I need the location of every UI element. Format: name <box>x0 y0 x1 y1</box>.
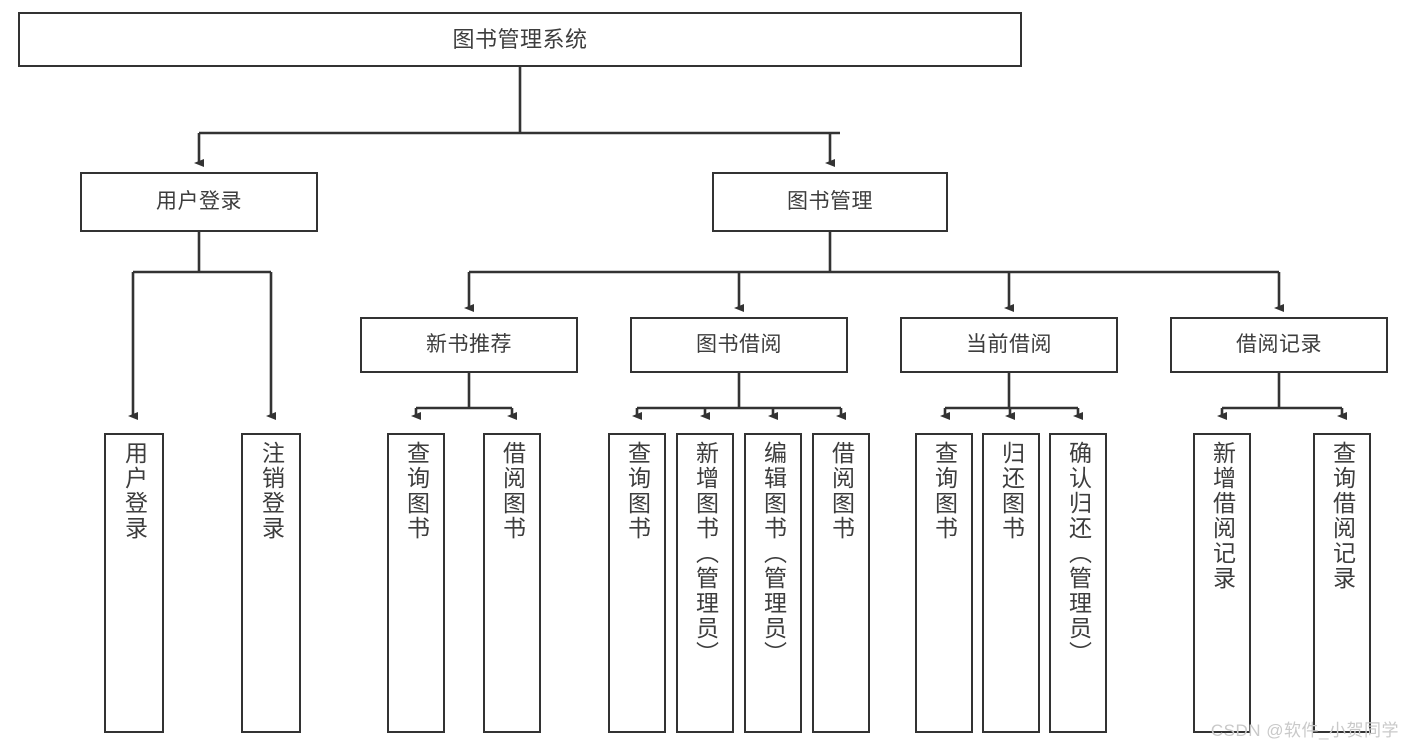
leaf-current-query-book[interactable]: 查询图书 <box>915 433 973 733</box>
leaf-new-book-query[interactable]: 查询图书 <box>387 433 445 733</box>
node-label: 查询图书 <box>403 441 430 541</box>
node-new-book-recommend[interactable]: 新书推荐 <box>360 317 578 373</box>
node-root-system[interactable]: 图书管理系统 <box>18 12 1022 67</box>
leaf-borrow-query-book[interactable]: 查询图书 <box>608 433 666 733</box>
leaf-current-confirm-return[interactable]: 确认归还（管理员） <box>1049 433 1107 733</box>
node-borrow-record[interactable]: 借阅记录 <box>1170 317 1388 373</box>
node-label: 归还图书 <box>998 441 1025 541</box>
node-label: 图书借阅 <box>696 332 782 356</box>
leaf-borrow-add-book[interactable]: 新增图书（管理员） <box>676 433 734 733</box>
leaf-user-login-signin[interactable]: 用户登录 <box>104 433 164 733</box>
node-label: 确认归还（管理员） <box>1065 441 1092 666</box>
node-label: 借阅记录 <box>1236 332 1322 356</box>
node-label: 注销登录 <box>258 441 285 541</box>
node-label: 用户登录 <box>156 189 242 213</box>
leaf-new-book-borrow[interactable]: 借阅图书 <box>483 433 541 733</box>
leaf-user-login-signout[interactable]: 注销登录 <box>241 433 301 733</box>
node-book-borrow[interactable]: 图书借阅 <box>630 317 848 373</box>
node-label: 编辑图书（管理员） <box>760 441 787 666</box>
node-book-management[interactable]: 图书管理 <box>712 172 948 232</box>
leaf-record-add[interactable]: 新增借阅记录 <box>1193 433 1251 733</box>
leaf-borrow-borrow-book[interactable]: 借阅图书 <box>812 433 870 733</box>
node-label: 图书管理系统 <box>452 26 588 52</box>
node-current-borrow[interactable]: 当前借阅 <box>900 317 1118 373</box>
leaf-borrow-edit-book[interactable]: 编辑图书（管理员） <box>744 433 802 733</box>
csdn-watermark: CSDN @软件_小贺同学 <box>1210 721 1399 740</box>
node-label: 查询图书 <box>931 441 958 541</box>
leaf-record-query[interactable]: 查询借阅记录 <box>1313 433 1371 733</box>
node-label: 当前借阅 <box>966 332 1052 356</box>
node-label: 新增图书（管理员） <box>692 441 719 666</box>
node-user-login[interactable]: 用户登录 <box>80 172 318 232</box>
node-label: 借阅图书 <box>499 441 526 541</box>
node-label: 图书管理 <box>787 189 873 213</box>
node-label: 查询图书 <box>624 441 651 541</box>
node-label: 用户登录 <box>121 441 148 541</box>
node-label: 借阅图书 <box>828 441 855 541</box>
node-label: 查询借阅记录 <box>1329 441 1356 591</box>
leaf-current-return-book[interactable]: 归还图书 <box>982 433 1040 733</box>
node-label: 新书推荐 <box>426 332 512 356</box>
node-label: 新增借阅记录 <box>1209 441 1236 591</box>
